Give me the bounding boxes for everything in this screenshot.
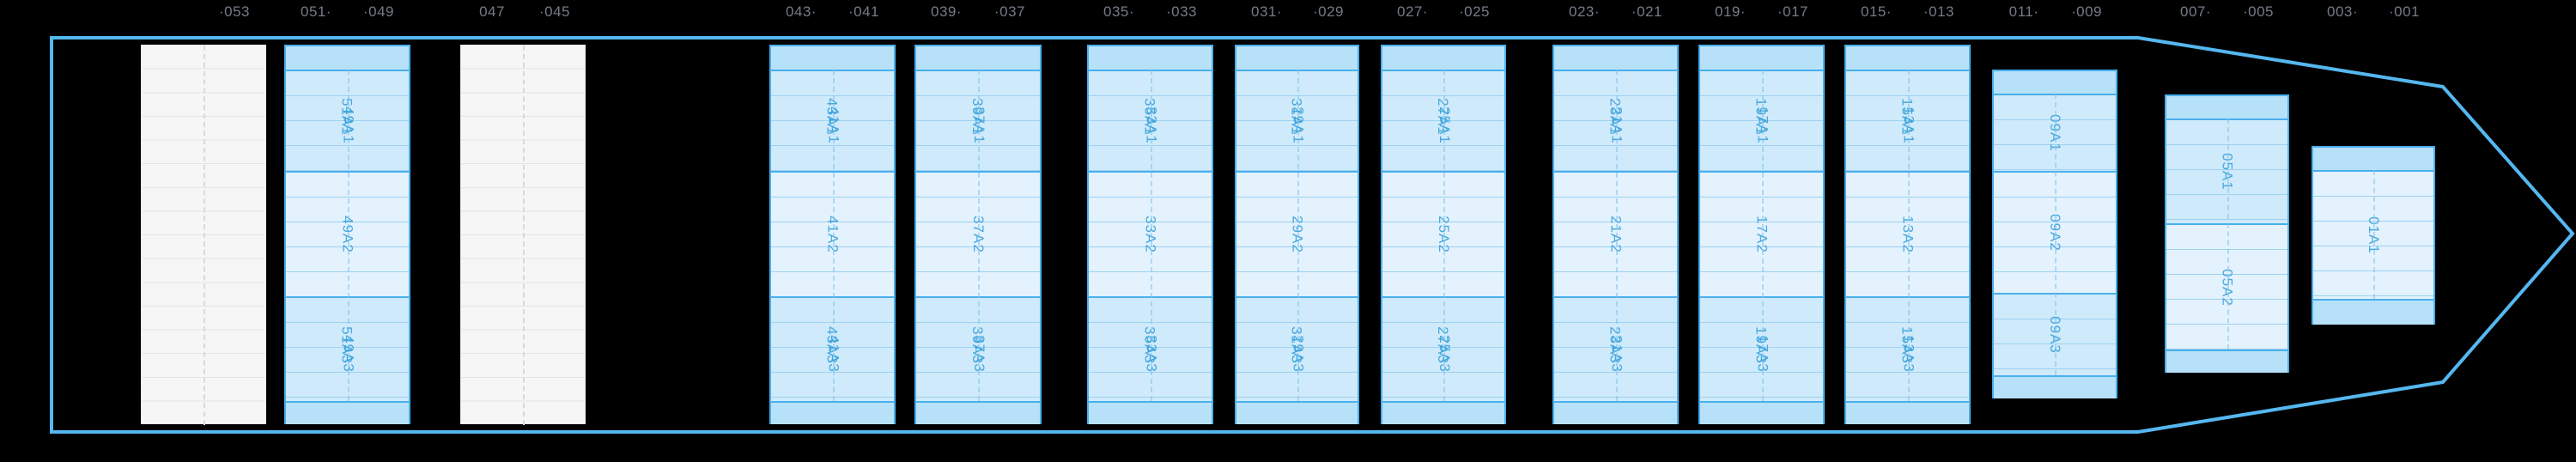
column-center-dashline [832,70,835,401]
bay-number-label: ·053 [218,3,251,20]
bay-number-label: 019· [1714,3,1747,20]
bay-number-label: 027· [1396,3,1429,20]
bay-number-label: ·025 [1458,3,1491,20]
bay-number-label: ·033 [1165,3,1198,20]
bay-number-label: 003· [2326,3,2359,20]
bay-number-label: ·049 [362,3,395,20]
bay-column-bays-047-045[interactable] [460,45,586,425]
bay-number-label: 051· [300,3,332,20]
bay-block-label: 43A3 [823,326,841,364]
bay-block-label: 39A1 [969,98,986,136]
bay-number-label: ·009 [2070,3,2103,20]
column-bottom-cap [1700,401,1823,424]
column-bottom-cap [1089,401,1212,424]
column-bottom-cap [1554,401,1677,424]
column-bottom-cap [2166,350,2287,373]
bay-block-label: 35A1 [1141,98,1158,136]
column-center-dashline [978,70,980,401]
column-bottom-cap [2313,299,2433,325]
bay-number-label: 047 [479,3,505,20]
column-bottom-cap [916,401,1040,424]
bay-number-label: 039· [930,3,963,20]
bay-block-label: 43A1 [823,98,841,136]
bay-number-label: 035· [1103,3,1135,20]
column-center-dashline [204,46,205,425]
bay-number-label: ·001 [2388,3,2421,20]
bay-block-label: 19A3 [1753,326,1770,364]
column-center-dashline [1907,70,1910,401]
column-center-dashline [523,46,525,425]
column-center-dashline [1443,70,1445,401]
bay-number-label: 031· [1250,3,1283,20]
bay-number-label: ·045 [538,3,571,20]
bay-number-label: ·005 [2242,3,2275,20]
bay-column-bay-053[interactable] [141,45,266,425]
column-bottom-cap [1236,401,1358,424]
bay-number-label: 043· [785,3,817,20]
bay-block-label: 19A1 [1753,98,1770,136]
bay-block-label: 27A3 [1435,326,1451,364]
bay-number-label: 007· [2179,3,2212,20]
bay-block-label: 51A3 [338,326,355,364]
bay-number-label: ·037 [993,3,1026,20]
bay-number-label: 023· [1568,3,1601,20]
bay-block-label: 31A1 [1288,98,1305,136]
bay-number-label: ·013 [1923,3,1955,20]
column-bottom-cap [286,401,409,424]
bay-block-label: 31A3 [1288,326,1305,364]
column-bottom-cap [771,401,894,424]
column-center-dashline [1150,70,1152,401]
bay-block-label: 15A1 [1899,98,1916,136]
hull-outline-shape [50,36,2575,434]
column-bottom-cap [1994,375,2116,398]
bay-number-label: ·041 [848,3,880,20]
column-center-dashline [2055,94,2057,375]
column-bottom-cap [1382,401,1504,424]
bay-block-label: 35A3 [1141,326,1158,364]
bay-number-label: 015· [1860,3,1893,20]
bay-block-label: 39A3 [969,326,986,364]
bay-block-label: 23A3 [1607,326,1624,364]
bay-block-label: 27A1 [1435,98,1451,136]
column-bottom-cap [1846,401,1969,424]
bay-number-label: ·017 [1777,3,1809,20]
bay-block-label: 23A1 [1607,98,1624,136]
bay-block-label: 51A1 [338,98,355,136]
bay-number-label: 011· [2008,3,2039,20]
column-center-dashline [2373,170,2375,299]
bay-number-label: ·029 [1312,3,1345,20]
column-center-dashline [1615,70,1618,401]
column-center-dashline [1761,70,1764,401]
bay-column-bays-003-001[interactable]: 01A1 [2312,146,2435,325]
bay-number-label: ·021 [1631,3,1663,20]
column-center-dashline [1297,70,1299,401]
column-center-dashline [347,70,349,401]
bay-block-label: 15A3 [1899,326,1916,364]
column-center-dashline [2227,119,2229,350]
